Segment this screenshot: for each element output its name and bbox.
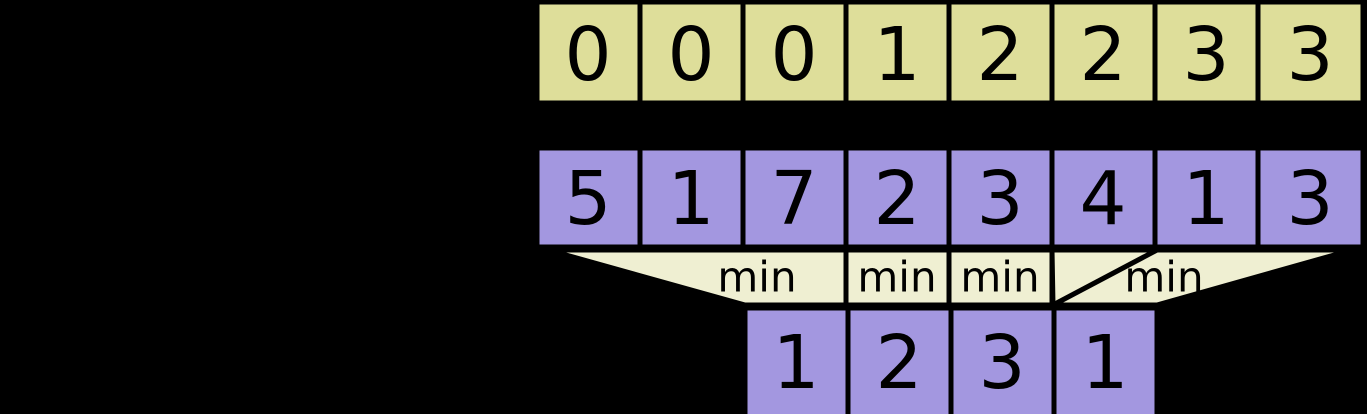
top-row-cell	[1255, 0, 1366, 106]
top-row-cell	[1152, 0, 1261, 106]
bottom-row-value: 1	[1081, 320, 1128, 406]
min-label: min	[960, 253, 1039, 302]
middle-row-value: 3	[1286, 156, 1333, 242]
bottom-row-cell	[845, 305, 954, 414]
min-label: min	[857, 253, 936, 302]
top-row-value: 3	[1286, 12, 1333, 98]
middle-row-cell	[946, 145, 1055, 250]
middle-row-cell	[637, 145, 746, 250]
bottom-row-value: 2	[875, 320, 922, 406]
top-row-cell	[740, 0, 849, 106]
bottom-row-value: 3	[978, 320, 1025, 406]
middle-row-cell	[534, 145, 643, 250]
min-region-diagonal-divider	[1051, 247, 1159, 308]
middle-row-value: 2	[873, 156, 920, 242]
middle-row-value: 7	[770, 156, 817, 242]
bottom-row-cell	[742, 305, 851, 414]
top-row: 0 0 0 1 2 2 3 3	[534, 0, 1366, 106]
min-label: min	[717, 253, 796, 302]
top-row-value: 2	[976, 12, 1023, 98]
middle-row-value: 1	[667, 156, 714, 242]
top-row-value: 0	[667, 12, 714, 98]
middle-row-value: 1	[1182, 156, 1229, 242]
min-region-shape	[547, 247, 849, 308]
bottom-row-value: 1	[772, 320, 819, 406]
middle-row-cell	[1255, 145, 1366, 250]
min-band: min min min min	[547, 247, 1353, 308]
bottom-row: 1 2 3 1	[742, 305, 1160, 414]
top-row-cell	[534, 0, 643, 106]
min-label: min	[1124, 253, 1203, 302]
middle-row-value: 4	[1079, 156, 1126, 242]
top-row-value: 3	[1182, 12, 1229, 98]
top-row-cell	[946, 0, 1055, 106]
top-row-value: 0	[770, 12, 817, 98]
top-row-value: 0	[564, 12, 611, 98]
top-row-value: 2	[1079, 12, 1126, 98]
bottom-row-cell	[1051, 305, 1160, 414]
middle-row-value: 3	[976, 156, 1023, 242]
middle-row: 5 1 7 2 3 4 1 3	[534, 145, 1366, 250]
middle-row-cell	[843, 145, 952, 250]
bottom-row-cell	[948, 305, 1057, 414]
top-row-cell	[637, 0, 746, 106]
middle-row-cell	[1049, 145, 1158, 250]
middle-row-value: 5	[564, 156, 611, 242]
top-row-value: 1	[873, 12, 920, 98]
